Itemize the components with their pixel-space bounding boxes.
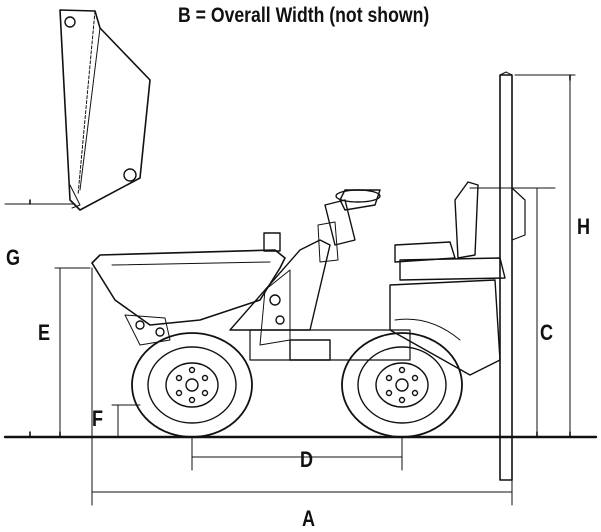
raised-skip	[59, 9, 151, 211]
label-a: A	[302, 506, 316, 531]
rollover-frame	[499, 71, 526, 481]
label-g: G	[6, 245, 21, 270]
front-wheel	[131, 332, 253, 438]
diagram-title: B = Overall Width (not shown)	[178, 4, 430, 27]
seat-and-body	[389, 181, 506, 376]
label-f: F	[92, 406, 104, 431]
label-e: E	[38, 320, 51, 345]
skip-bucket	[91, 232, 286, 326]
dimension-lines	[29, 74, 576, 506]
rear-wheel	[341, 332, 463, 438]
chassis	[124, 239, 411, 361]
label-d: D	[300, 447, 314, 472]
steering	[317, 189, 381, 263]
label-c: C	[540, 320, 554, 345]
label-h: H	[577, 214, 591, 239]
